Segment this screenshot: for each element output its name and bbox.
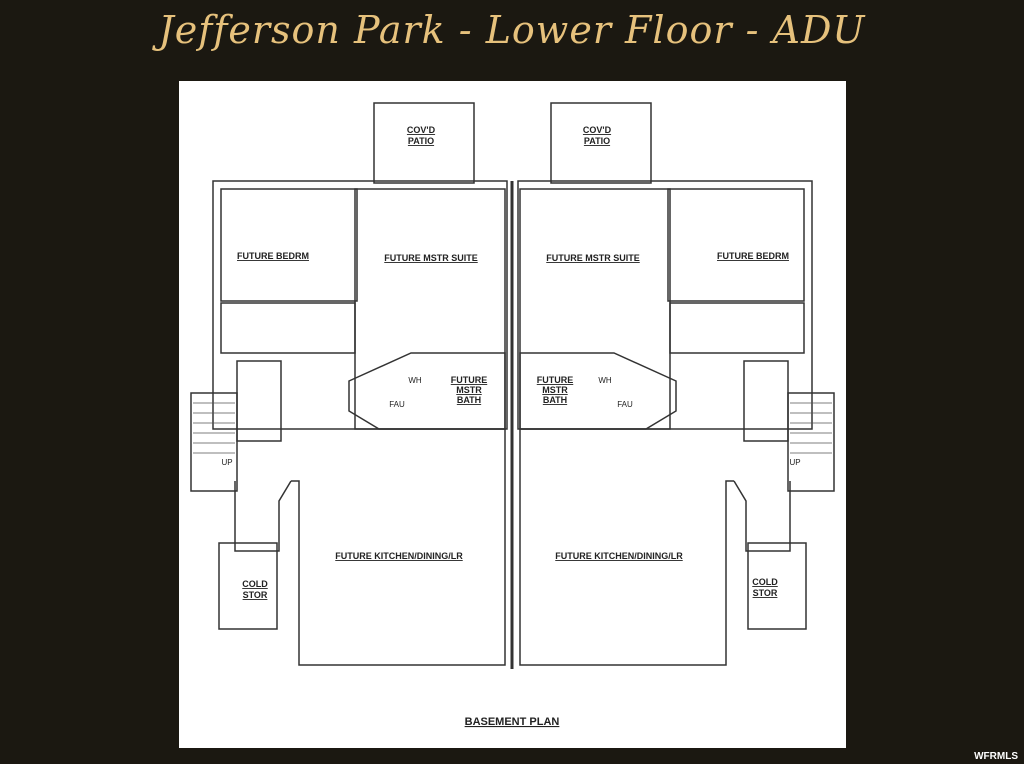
right-water-heater-label: WH bbox=[598, 376, 612, 385]
right-bath-walls bbox=[669, 302, 805, 354]
left-bedroom-label: FUTURE BEDRM bbox=[237, 251, 309, 261]
left-patio-outline bbox=[373, 102, 475, 184]
left-master-suite-walls bbox=[354, 188, 506, 430]
left-kitchen-walls bbox=[291, 429, 506, 666]
left-master-bath-label-1: FUTURE bbox=[451, 375, 488, 385]
right-master-bath-label-3: BATH bbox=[543, 395, 567, 405]
left-entry-walls bbox=[234, 480, 292, 552]
page-title: Jefferson Park - Lower Floor - ADU bbox=[158, 8, 866, 52]
right-entry-walls bbox=[733, 480, 791, 552]
right-patio-label-2: PATIO bbox=[584, 136, 610, 146]
left-patio-label-1: COV'D bbox=[407, 125, 436, 135]
left-master-bath-label-3: BATH bbox=[457, 395, 481, 405]
plan-caption: BASEMENT PLAN bbox=[465, 716, 560, 728]
right-cold-storage-label-1: COLD bbox=[752, 577, 778, 587]
right-bedroom-walls bbox=[667, 188, 805, 302]
right-cold-storage-label-2: STOR bbox=[753, 588, 778, 598]
right-master-bath-label-2: MSTR bbox=[542, 385, 568, 395]
left-bedroom-walls bbox=[220, 188, 358, 302]
left-bath-walls bbox=[220, 302, 356, 354]
right-bedroom-label: FUTURE BEDRM bbox=[717, 251, 789, 261]
left-master-bath-label-2: MSTR bbox=[456, 385, 482, 395]
right-cold-storage-walls bbox=[747, 542, 807, 630]
left-stair-exterior bbox=[190, 392, 238, 492]
left-water-heater-label: WH bbox=[408, 376, 422, 385]
watermark: WFRMLS bbox=[974, 751, 1018, 762]
right-stair-exterior bbox=[787, 392, 835, 492]
left-master-suite-label: FUTURE MSTR SUITE bbox=[384, 253, 478, 263]
left-cold-storage-label-1: COLD bbox=[242, 579, 268, 589]
left-cold-storage-label-2: STOR bbox=[243, 590, 268, 600]
left-cold-storage-walls bbox=[218, 542, 278, 630]
right-patio-label-1: COV'D bbox=[583, 125, 612, 135]
right-furnace-label: FAU bbox=[617, 400, 633, 409]
left-kitchen-label: FUTURE KITCHEN/DINING/LR bbox=[335, 551, 463, 561]
right-kitchen-walls bbox=[519, 429, 734, 666]
right-patio-outline bbox=[550, 102, 652, 184]
left-stair-up-label: UP bbox=[221, 458, 232, 467]
floor-plan-sheet: FUTURE BEDRM FUTURE MSTR SUITE FUTURE BE… bbox=[179, 81, 846, 748]
right-master-bath-label-1: FUTURE bbox=[537, 375, 574, 385]
right-stair-up-label: UP bbox=[789, 458, 800, 467]
right-kitchen-label: FUTURE KITCHEN/DINING/LR bbox=[555, 551, 683, 561]
left-patio-label-2: PATIO bbox=[408, 136, 434, 146]
floor-plan-drawing: FUTURE BEDRM FUTURE MSTR SUITE FUTURE BE… bbox=[190, 102, 835, 728]
right-master-suite-label: FUTURE MSTR SUITE bbox=[546, 253, 640, 263]
left-furnace-label: FAU bbox=[389, 400, 405, 409]
